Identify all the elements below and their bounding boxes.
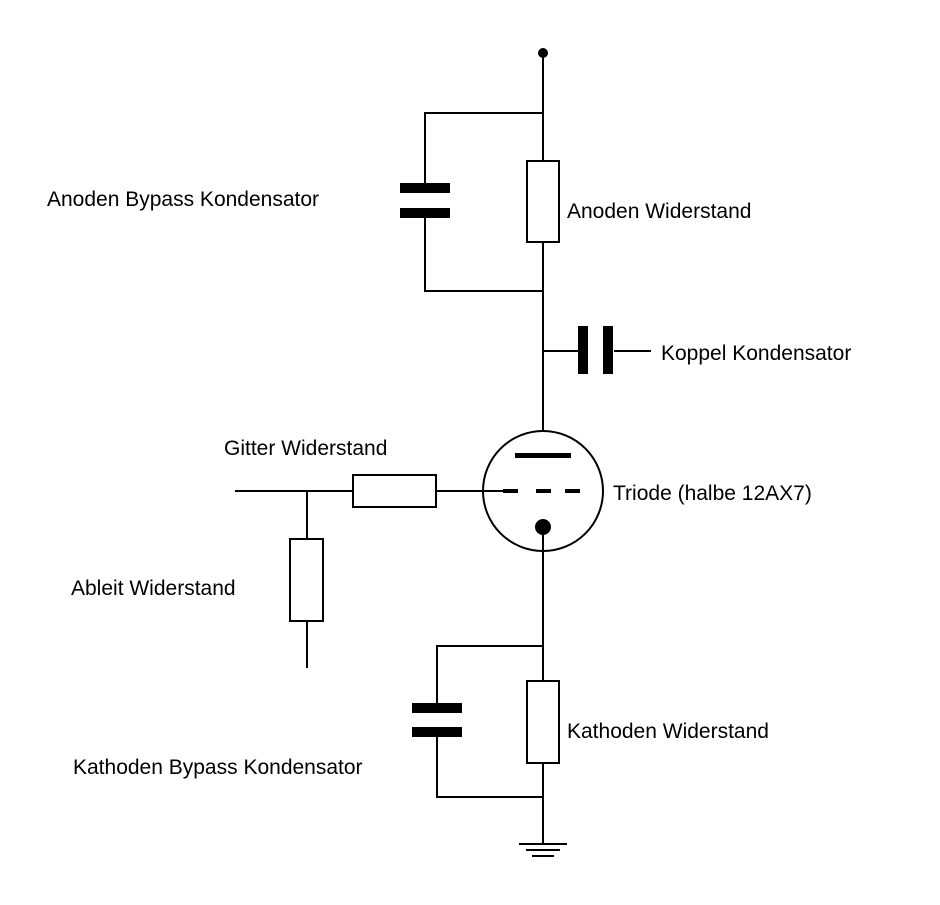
coupling-capacitor [578,326,613,374]
anode-bypass-loop [424,112,544,292]
tube-grid [503,489,580,493]
label-grid-resistor: Gitter Widerstand [224,437,387,460]
label-cathode-resistor: Kathoden Widerstand [567,720,769,743]
ground-symbol [519,843,567,857]
anode-resistor [526,160,560,243]
cathode-bypass-capacitor [412,703,462,737]
grid-input-wiring [235,490,504,668]
label-coupling-capacitor: Koppel Kondensator [661,342,851,365]
grid-resistor [352,474,437,508]
cathode-resistor [526,680,560,764]
tube-anode-plate [515,453,571,458]
anode-bypass-capacitor [400,183,450,218]
label-anode-bypass-capacitor: Anoden Bypass Kondensator [47,188,319,211]
label-anode-resistor: Anoden Widerstand [567,200,751,223]
tube-cathode [535,519,551,535]
label-triode: Triode (halbe 12AX7) [613,482,812,505]
label-cathode-bypass-capacitor: Kathoden Bypass Kondensator [73,756,363,779]
cathode-bypass-loop [436,645,544,798]
label-leak-resistor: Ableit Widerstand [71,577,236,600]
leak-resistor [289,538,324,622]
